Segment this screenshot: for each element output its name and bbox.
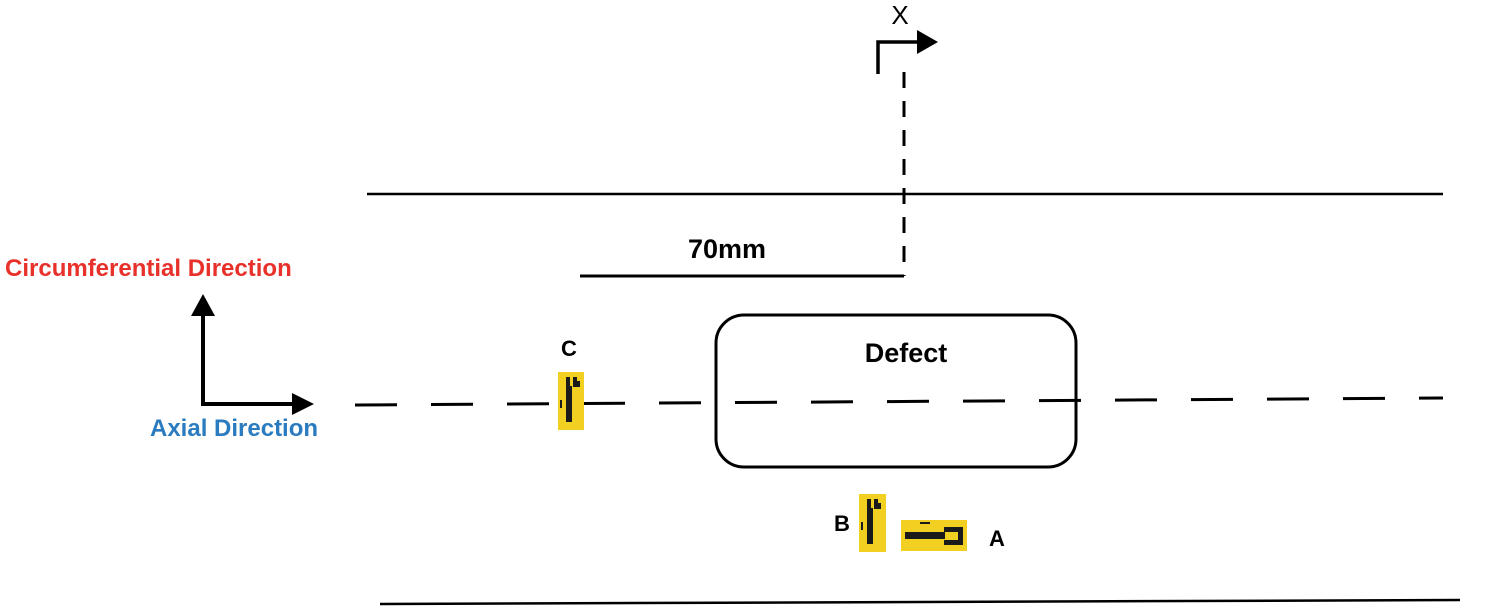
- strain-gauge-a: [901, 520, 967, 551]
- strain-gauge-b: [859, 494, 886, 552]
- section-marker: X: [876, 0, 938, 74]
- circumferential-arrowhead: [191, 294, 215, 316]
- defect-label: Defect: [865, 338, 948, 368]
- circumferential-direction-label: Circumferential Direction: [5, 255, 292, 282]
- pipe-bottom-edge: [379, 598, 1461, 606]
- distance-label: 70mm: [688, 234, 766, 264]
- section-marker-label: X: [891, 0, 908, 30]
- strain-gauge-c: [558, 372, 584, 430]
- section-marker-arrowhead: [917, 30, 938, 54]
- strain-gauge-c-label: C: [561, 336, 577, 361]
- defect-region: [714, 313, 1078, 469]
- axial-centerline: [354, 396, 1444, 407]
- axial-direction-label: Axial Direction: [150, 415, 318, 442]
- strain-gauge-a-label: A: [989, 526, 1005, 551]
- section-marker-bracket: [876, 40, 925, 74]
- axial-arrowhead: [292, 393, 314, 415]
- strain-gauge-b-label: B: [834, 511, 850, 536]
- direction-axes: [191, 294, 314, 415]
